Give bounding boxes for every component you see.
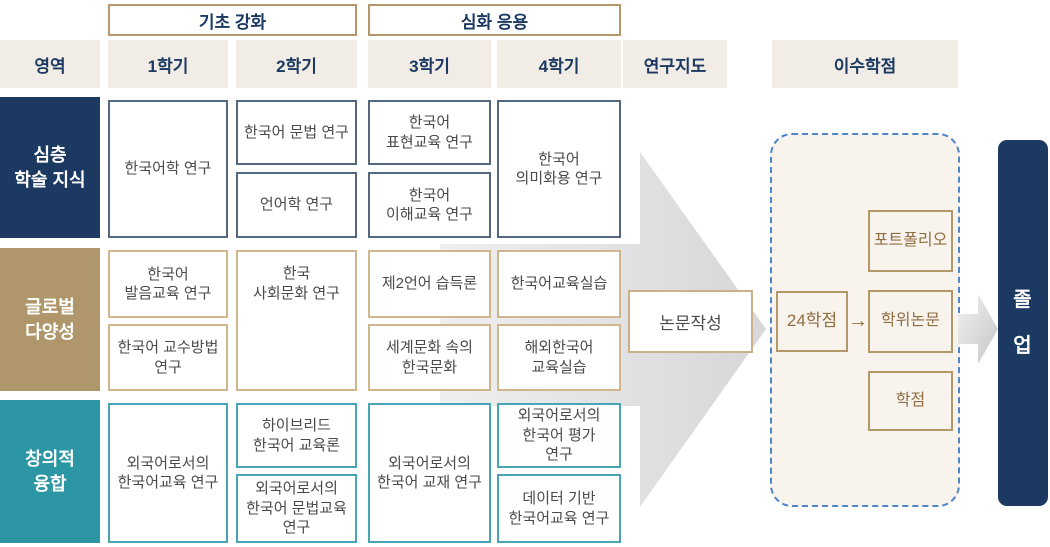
column-header-sem3: 3학기 [368,40,491,88]
course-box: 한국어 표현교육 연구 [368,100,491,165]
column-header-research: 연구지도 [623,40,727,88]
course-box: 한국어 문법 연구 [236,100,357,165]
credits-box: 학점 [868,371,953,431]
course-box: 한국 사회문화 연구 [236,250,357,391]
course-box: 데이터 기반 한국어교육 연구 [497,474,621,543]
degree-thesis-box: 학위논문 [868,290,953,353]
course-box: 외국어로서의 한국어 평가 연구 [497,403,621,468]
column-header-sem4: 4학기 [497,40,621,88]
category-deep-knowledge: 심층 학술 지식 [0,97,100,238]
course-box: 한국어 이해교육 연구 [368,172,491,238]
column-header-area: 영역 [0,40,100,88]
course-box: 외국어로서의 한국어 교재 연구 [368,403,491,543]
course-box: 하이브리드 한국어 교육론 [236,403,357,468]
course-box: 한국어 의미화용 연구 [497,100,621,238]
course-box: 한국어교육실습 [497,250,621,318]
course-box: 한국어 교수방법 연구 [108,324,228,391]
graduation-box: 졸 업 [998,140,1048,506]
total-credits-box: 24학점 [776,291,848,352]
column-header-sem1: 1학기 [108,40,228,88]
course-box: 한국어 발음교육 연구 [108,250,228,318]
course-box: 외국어로서의 한국어교육 연구 [108,403,228,543]
phase-advanced-header: 심화 응용 [368,4,621,36]
thesis-writing-box: 논문작성 [628,290,753,353]
course-box: 제2언어 습득론 [368,250,491,318]
course-box: 한국어학 연구 [108,100,228,238]
course-box: 외국어로서의 한국어 문법교육 연구 [236,474,357,543]
phase-basic-header: 기초 강화 [108,4,357,36]
category-global-diversity: 글로벌 다양성 [0,248,100,391]
category-creative-convergence: 창의적 융합 [0,400,100,543]
credits-arrow-icon: → [848,309,868,332]
course-box: 해외한국어 교육실습 [497,324,621,391]
course-box: 언어학 연구 [236,172,357,238]
portfolio-box: 포트폴리오 [868,210,953,272]
column-header-credits: 이수학점 [772,40,958,88]
course-box: 세계문화 속의 한국문화 [368,324,491,391]
column-header-sem2: 2학기 [236,40,357,88]
